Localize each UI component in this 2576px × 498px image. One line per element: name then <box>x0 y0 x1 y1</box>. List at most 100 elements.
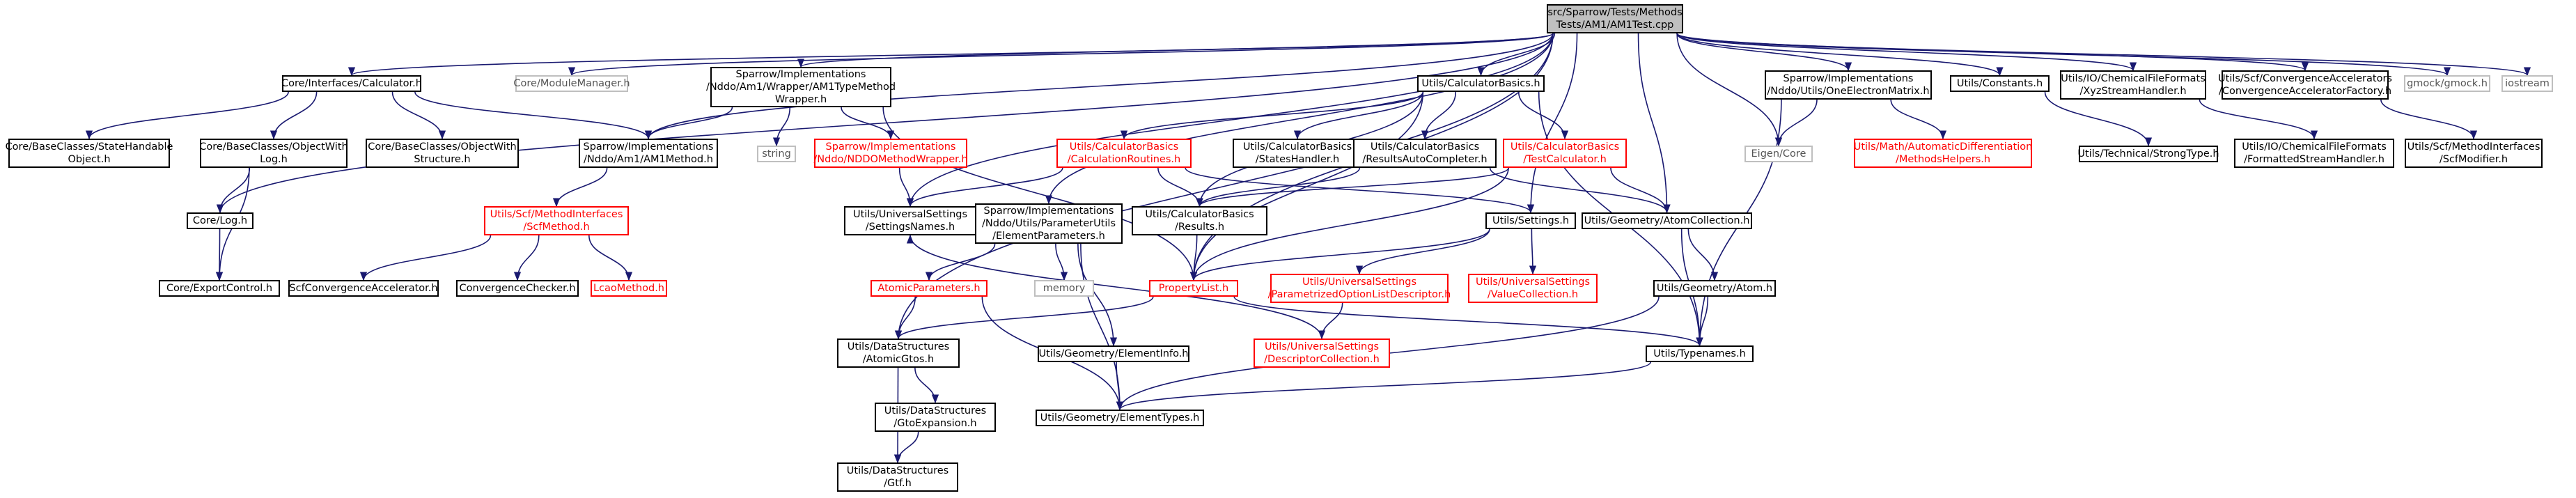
node-atomic-gtos-h[interactable]: Utils/DataStructures /AtomicGtos.h <box>837 339 960 368</box>
node-states-handler-h[interactable]: Utils/CalculatorBasics /StatesHandler.h <box>1233 139 1362 168</box>
node-gmock-h[interactable]: gmock/gmock.h <box>2404 75 2490 92</box>
node-calculator-h-label: Core/Interfaces/Calculator.h <box>281 78 422 89</box>
edge-one-electron-matrix-h-to-eigen-core <box>1774 99 1818 147</box>
node-value-collection-h[interactable]: Utils/UniversalSettings /ValueCollection… <box>1468 274 1598 303</box>
node-nddo-method-wrapper-h-label: Sparrow/Implementations /Nddo/NDDOMethod… <box>813 141 968 165</box>
node-string-label: string <box>762 148 791 159</box>
node-am1-type-method-wrapper-h[interactable]: Sparrow/Implementations /Nddo/Am1/Wrappe… <box>706 67 896 107</box>
edge-settings-h-to-parametrized-option-list-descriptor-h <box>1355 228 1490 275</box>
node-memory-label: memory <box>1043 283 1086 294</box>
node-iostream[interactable]: iostream <box>2501 75 2553 92</box>
edge-am1test-cpp-to-gmock-h <box>1676 33 2451 77</box>
edge-calculation-routines-h-to-settings-names-h <box>906 167 1063 208</box>
edge-calculator-basics-h-to-results-auto-completer-h <box>1421 91 1457 140</box>
node-formatted-stream-handler-h[interactable]: Utils/IO/ChemicalFileFormats /FormattedS… <box>2234 139 2394 168</box>
edge-constants-h-to-strong-type-h <box>2044 91 2153 147</box>
node-export-control-h[interactable]: Core/ExportControl.h <box>159 280 280 297</box>
node-results-h-label: Utils/CalculatorBasics /Results.h <box>1145 209 1254 233</box>
node-element-info-h[interactable]: Utils/Geometry/ElementInfo.h <box>1038 345 1189 362</box>
node-property-list-h[interactable]: PropertyList.h <box>1149 280 1238 297</box>
node-xyz-stream-handler-h-label: Utils/IO/ChemicalFileFormats /XyzStreamH… <box>2061 73 2206 97</box>
node-one-electron-matrix-h[interactable]: Sparrow/Implementations /Nddo/Utils/OneE… <box>1765 70 1932 100</box>
node-eigen-core-label: Eigen/Core <box>1751 148 1806 159</box>
edge-calculation-routines-h-to-settings-h <box>1185 167 1534 214</box>
node-gtf-h[interactable]: Utils/DataStructures /Gtf.h <box>837 462 958 492</box>
node-descriptor-collection-h[interactable]: Utils/UniversalSettings /DescriptorColle… <box>1254 339 1390 368</box>
edge-scf-method-h-to-lcao-method-h <box>588 235 633 281</box>
node-lcao-method-h[interactable]: LcaoMethod.h <box>591 280 667 297</box>
node-value-collection-h-label: Utils/UniversalSettings /ValueCollection… <box>1475 277 1591 300</box>
node-atom-h[interactable]: Utils/Geometry/Atom.h <box>1653 280 1776 297</box>
edge-am1test-cpp-to-one-electron-matrix-h <box>1676 33 1852 72</box>
node-log-h[interactable]: Core/Log.h <box>187 212 253 229</box>
node-element-types-h-label: Utils/Geometry/ElementTypes.h <box>1040 412 1200 423</box>
edge-am1-type-method-wrapper-h-to-nddo-method-wrapper-h <box>841 107 895 140</box>
node-module-manager-h[interactable]: Core/ModuleManager.h <box>513 75 630 92</box>
node-xyz-stream-handler-h[interactable]: Utils/IO/ChemicalFileFormats /XyzStreamH… <box>2060 70 2206 100</box>
edge-am1test-cpp-to-settings-h <box>1527 33 1578 214</box>
node-scf-method-h[interactable]: Utils/Scf/MethodInterfaces /ScfMethod.h <box>484 206 629 235</box>
node-methods-helpers-h[interactable]: Utils/Math/AutomaticDifferentiation /Met… <box>1854 139 2032 168</box>
edge-atomic-gtos-h-to-gto-expansion-h <box>914 367 939 404</box>
node-constants-h[interactable]: Utils/Constants.h <box>1950 75 2050 92</box>
node-typenames-h[interactable]: Utils/Typenames.h <box>1646 345 1754 362</box>
edge-log-h-to-export-control-h <box>215 228 224 281</box>
node-object-with-log-h[interactable]: Core/BaseClasses/ObjectWith Log.h <box>199 139 348 168</box>
node-convergence-checker-h[interactable]: ConvergenceChecker.h <box>456 280 579 297</box>
node-parametrized-option-list-descriptor-h-label: Utils/UniversalSettings /ParametrizedOpt… <box>1267 277 1451 300</box>
node-results-h[interactable]: Utils/CalculatorBasics /Results.h <box>1132 206 1267 235</box>
edge-element-parameters-h-to-memory <box>1055 243 1068 281</box>
edge-am1-type-method-wrapper-h-to-property-list-h <box>882 107 1198 281</box>
node-settings-names-h[interactable]: Utils/UniversalSettings /SettingsNames.h <box>844 206 976 235</box>
node-atom-collection-h[interactable]: Utils/Geometry/AtomCollection.h <box>1582 212 1752 229</box>
edge-am1test-cpp-to-am1-method-h <box>645 33 1554 140</box>
node-object-with-structure-h[interactable]: Core/BaseClasses/ObjectWith Structure.h <box>366 139 519 168</box>
node-nddo-method-wrapper-h[interactable]: Sparrow/Implementations /Nddo/NDDOMethod… <box>813 139 968 168</box>
node-calculator-basics-h[interactable]: Utils/CalculatorBasics.h <box>1417 75 1545 92</box>
node-convergence-accelerator-factory-h[interactable]: Utils/Scf/ConvergenceAccelerators /Conve… <box>2218 70 2392 100</box>
edge-calculator-basics-h-to-property-list-h <box>1189 91 1424 281</box>
edge-settings-h-to-property-list-h <box>1190 228 1490 281</box>
edge-calculator-h-to-object-with-log-h <box>270 91 318 140</box>
node-scf-method-h-label: Utils/Scf/MethodInterfaces /ScfMethod.h <box>490 209 623 233</box>
node-element-parameters-h[interactable]: Sparrow/Implementations /Nddo/Utils/Para… <box>975 203 1123 244</box>
node-strong-type-h[interactable]: Utils/Technical/StrongType.h <box>2077 146 2219 162</box>
node-module-manager-h-label: Core/ModuleManager.h <box>513 78 630 89</box>
node-am1test-cpp[interactable]: src/Sparrow/Tests/Methods Tests/AM1/AM1T… <box>1547 4 1683 33</box>
node-am1-method-h[interactable]: Sparrow/Implementations /Nddo/Am1/AM1Met… <box>579 139 718 168</box>
node-atomic-parameters-h[interactable]: AtomicParameters.h <box>871 280 988 297</box>
edge-am1-type-method-wrapper-h-to-string <box>772 107 791 147</box>
node-state-handable-object-h-label: Core/BaseClasses/StateHandable Object.h <box>5 141 173 165</box>
edge-one-electron-matrix-h-to-methods-helpers-h <box>1890 99 1947 140</box>
edge-descriptor-collection-h-to-settings-names-h <box>906 234 1322 339</box>
edge-scf-method-h-to-convergence-checker-h <box>513 235 540 281</box>
node-eigen-core[interactable]: Eigen/Core <box>1744 146 1813 162</box>
node-results-auto-completer-h[interactable]: Utils/CalculatorBasics /ResultsAutoCompl… <box>1353 139 1497 168</box>
node-calculation-routines-h[interactable]: Utils/CalculatorBasics /CalculationRouti… <box>1056 139 1192 168</box>
edge-object-with-log-h-to-log-h <box>216 167 251 214</box>
edge-am1test-cpp-to-am1-type-method-wrapper-h <box>797 33 1554 68</box>
node-element-types-h[interactable]: Utils/Geometry/ElementTypes.h <box>1036 410 1204 426</box>
node-scf-modifier-h-label: Utils/Scf/MethodInterfaces /ScfModifier.… <box>2407 141 2540 165</box>
node-parametrized-option-list-descriptor-h[interactable]: Utils/UniversalSettings /ParametrizedOpt… <box>1267 274 1451 303</box>
node-calculator-h[interactable]: Core/Interfaces/Calculator.h <box>281 75 422 92</box>
node-property-list-h-label: PropertyList.h <box>1158 283 1229 294</box>
edge-xyz-stream-handler-h-to-formatted-stream-handler-h <box>2199 99 2318 140</box>
edge-element-parameters-h-to-atomic-parameters-h <box>925 243 996 281</box>
edge-am1test-cpp-to-element-parameters-h <box>1045 33 1554 205</box>
edge-results-auto-completer-h-to-results-h <box>1196 167 1361 208</box>
node-atomic-parameters-h-label: AtomicParameters.h <box>877 283 981 294</box>
node-settings-h[interactable]: Utils/Settings.h <box>1485 212 1576 229</box>
node-am1-type-method-wrapper-h-label: Sparrow/Implementations /Nddo/Am1/Wrappe… <box>705 69 896 105</box>
node-scf-convergence-accelerator-h[interactable]: ScfConvergenceAccelerator.h <box>288 280 439 297</box>
node-string[interactable]: string <box>757 146 796 162</box>
node-gto-expansion-h[interactable]: Utils/DataStructures /GtoExpansion.h <box>875 403 996 432</box>
node-am1test-cpp-label: src/Sparrow/Tests/Methods Tests/AM1/AM1T… <box>1547 7 1683 31</box>
node-test-calculator-h[interactable]: Utils/CalculatorBasics /TestCalculator.h <box>1503 139 1627 168</box>
node-memory[interactable]: memory <box>1034 280 1094 297</box>
node-scf-modifier-h[interactable]: Utils/Scf/MethodInterfaces /ScfModifier.… <box>2405 139 2543 168</box>
edge-property-list-h-to-atomic-gtos-h <box>895 296 1154 340</box>
node-convergence-checker-h-label: ConvergenceChecker.h <box>459 283 576 294</box>
edge-convergence-accelerator-factory-h-to-scf-modifier-h <box>2380 99 2478 140</box>
node-state-handable-object-h[interactable]: Core/BaseClasses/StateHandable Object.h <box>5 139 173 168</box>
